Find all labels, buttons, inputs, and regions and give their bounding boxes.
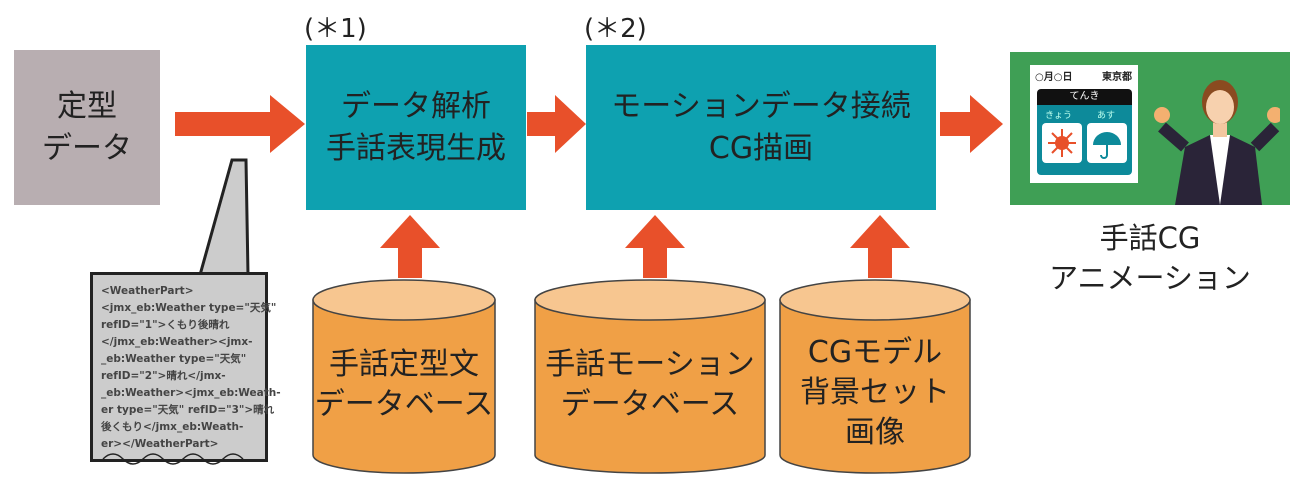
signer-avatar [1154, 80, 1280, 205]
output-caption-line-1: 手話CG [1099, 221, 1201, 255]
tomorrow-label: あす [1097, 111, 1116, 121]
sun-icon [1042, 123, 1082, 163]
source-line-1: 定型 [57, 88, 117, 124]
step2-line-2: CG描画 [708, 130, 814, 166]
xml-line: er></WeatherPart> [101, 438, 219, 450]
arrow-source-to-step1 [175, 95, 305, 153]
db3-line-2: 背景セット [800, 374, 950, 410]
source-line-2: データ [42, 130, 132, 166]
database-cylinder-1 [312, 279, 496, 474]
xml-line: _eb:Weather type="天気" [101, 353, 247, 365]
db2-line-2: データベース [560, 387, 740, 422]
db1-line-2: データベース [314, 387, 494, 422]
xml-line: er type="天気" refID="3">晴れ [101, 404, 275, 416]
database-cylinder-2 [534, 279, 766, 474]
weather-date: ○月○日 [1035, 72, 1073, 83]
step2-box: モーションデータ接続 CG描画 [586, 45, 936, 210]
database-3-label: CGモデル 背景セット 画像 [780, 325, 970, 460]
weather-card: ○月○日 東京都 てんき きょう あす [1030, 65, 1138, 183]
sign-language-cg-screen: ○月○日 東京都 てんき きょう あす [1010, 52, 1290, 205]
db2-line-1: 手話モーション [545, 347, 755, 382]
arrow-db1-up [380, 215, 440, 278]
database-1-label: 手話定型文 データベース [313, 330, 495, 440]
arrow-db2-up [625, 215, 685, 278]
db3-line-1: CGモデル [807, 334, 943, 370]
arrow-db3-up [850, 215, 910, 278]
step1-note: (＊1) [304, 14, 367, 44]
source-data-box: 定型 データ [14, 50, 160, 205]
step1-line-2: 手話表現生成 [326, 130, 506, 166]
db1-line-1: 手話定型文 [329, 347, 479, 382]
weather-panel: きょう あす [1037, 105, 1132, 175]
output-caption: 手話CG アニメーション [1040, 218, 1260, 298]
database-2-label: 手話モーション データベース [535, 330, 765, 440]
umbrella-icon [1087, 123, 1127, 163]
step2-line-1: モーションデータ接続 [611, 88, 911, 124]
xml-line: <WeatherPart> [101, 285, 194, 297]
arrow-step2-to-output [940, 95, 1003, 153]
db3-line-3: 画像 [845, 414, 905, 450]
xml-line: </jmx_eb:Weather><jmx- [101, 336, 253, 348]
xml-line: <jmx_eb:Weather type="天気" [101, 302, 277, 314]
xml-line: refID="2">晴れ</jmx- [101, 370, 226, 382]
xml-sample-callout: <WeatherPart> <jmx_eb:Weather type="天気" … [90, 272, 281, 465]
xml-line: refID="1">くもり後晴れ [101, 319, 230, 331]
wavy-continuation-line [102, 453, 244, 465]
xml-line: _eb:Weather><jmx_eb:Weath- [101, 387, 281, 399]
step2-note: (＊2) [584, 14, 647, 44]
weather-header: てんき [1037, 89, 1132, 105]
callout-pointer [198, 158, 250, 277]
arrow-step1-to-step2 [527, 95, 586, 153]
output-caption-line-2: アニメーション [1049, 261, 1251, 295]
step1-box: データ解析 手話表現生成 [306, 45, 526, 210]
step1-line-1: データ解析 [341, 88, 491, 124]
xml-line: 後くもり</jmx_eb:Weath- [101, 421, 244, 433]
database-cylinder-3 [779, 279, 971, 474]
today-label: きょう [1045, 111, 1073, 121]
weather-region: 東京都 [1102, 72, 1132, 83]
